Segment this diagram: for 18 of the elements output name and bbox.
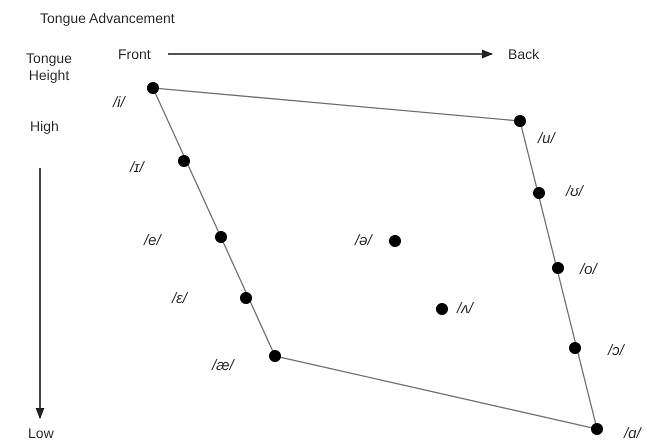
vowel-symbol: /ɪ/	[130, 159, 144, 176]
vowel-symbol: /ɔ/	[608, 342, 624, 359]
vowel-symbol: /o/	[580, 261, 597, 278]
axis-label: Back	[508, 46, 540, 63]
axis-label: Low	[28, 425, 54, 442]
axis-label: Front	[118, 46, 151, 63]
axis-label: Tongue Height	[25, 50, 73, 84]
vowel-symbol: /ʊ/	[566, 183, 583, 200]
vowel-symbol: /ʌ/	[457, 300, 473, 317]
vowel-symbol: /ə/	[355, 232, 372, 249]
vowel-symbol: /u/	[538, 130, 555, 147]
axis-label: High	[30, 118, 59, 135]
vowel-symbol: /i/	[113, 94, 125, 111]
vowel-symbol: /e/	[144, 232, 161, 249]
vowel-symbol: /ɛ/	[172, 290, 187, 307]
vowel-symbol: /ɑ/	[624, 425, 641, 442]
axis-title: Tongue Advancement	[40, 10, 175, 27]
vowel-symbol: /æ/	[212, 357, 234, 374]
